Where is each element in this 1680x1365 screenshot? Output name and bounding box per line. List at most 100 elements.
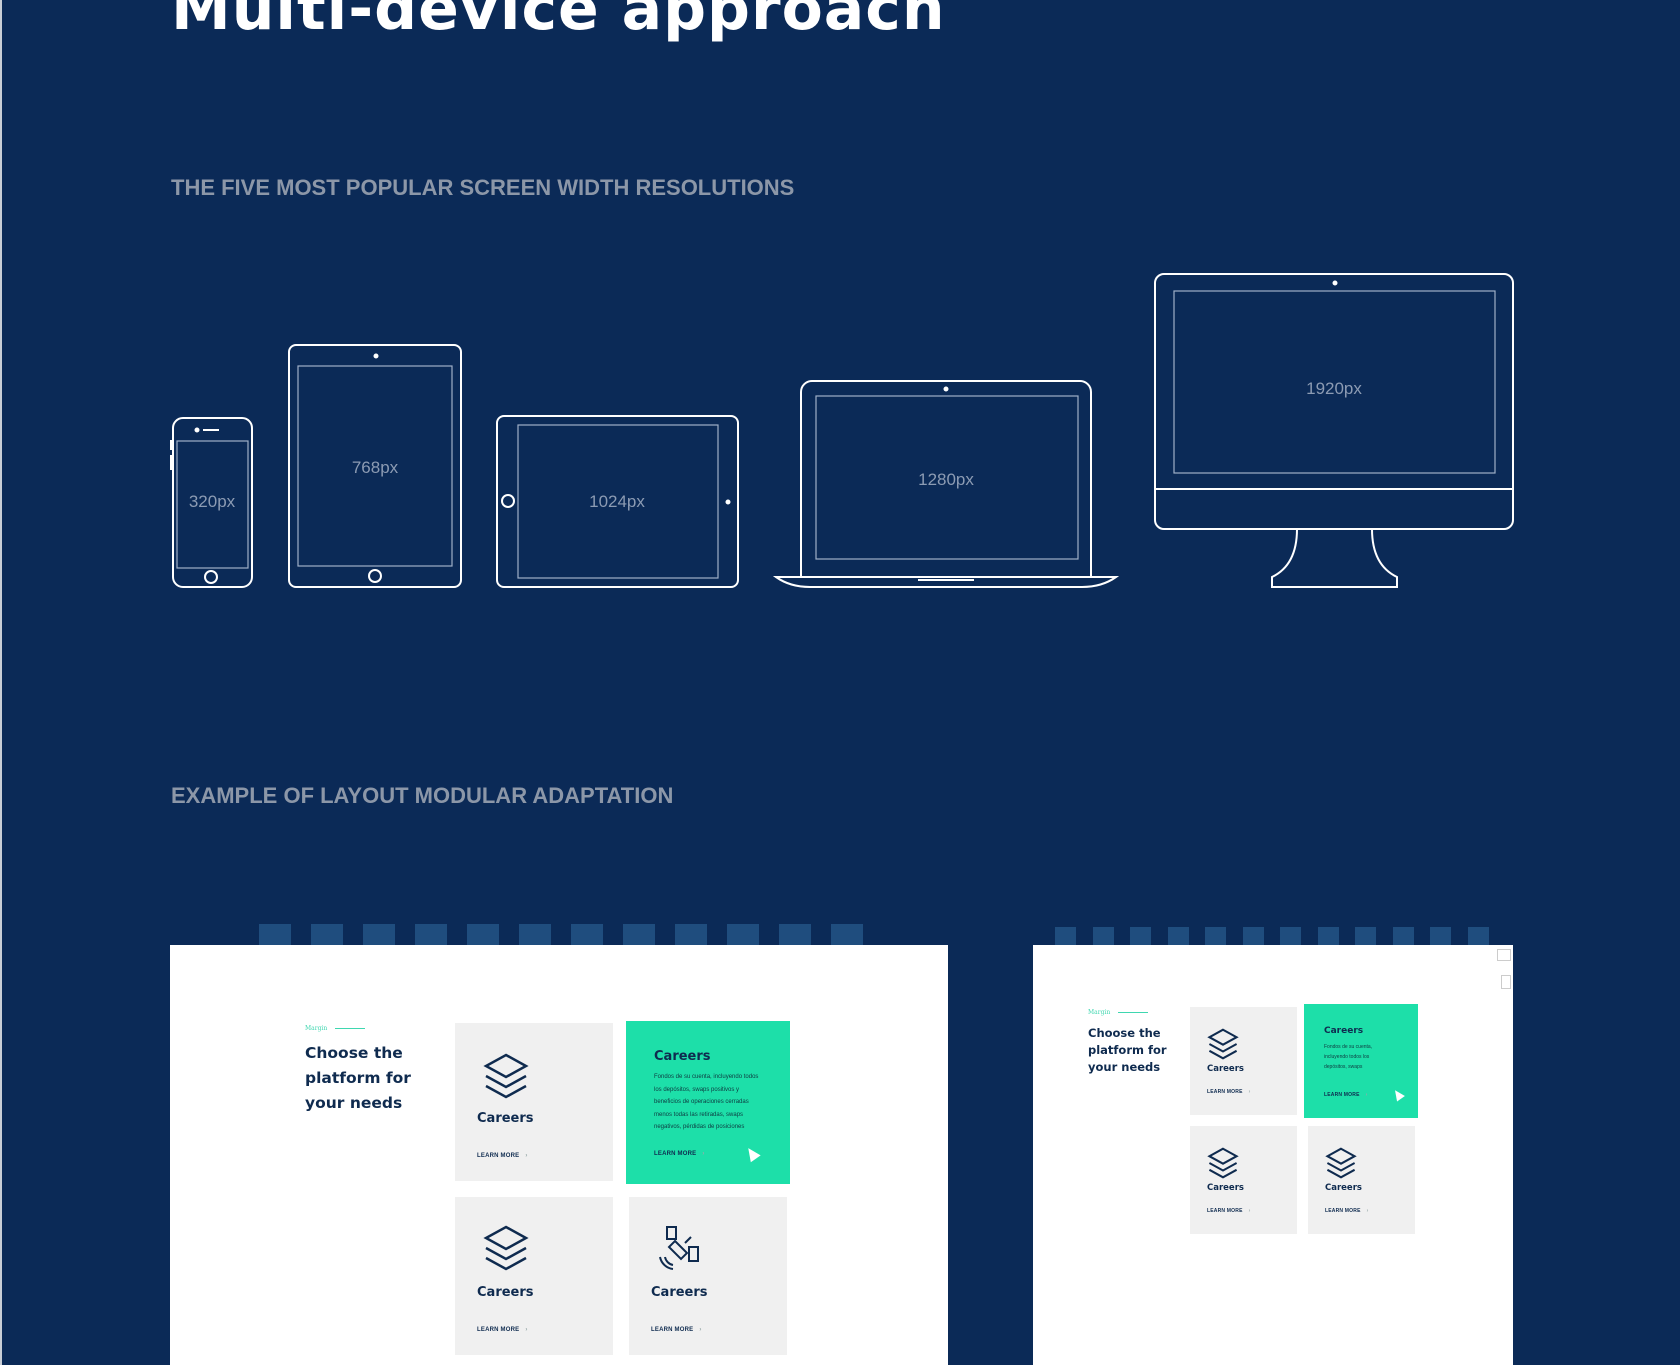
- grid-column-marker: [519, 924, 551, 945]
- grid-column-marker: [415, 924, 447, 945]
- grid-column-marker: [675, 924, 707, 945]
- phone-device: 320px: [170, 417, 253, 588]
- career-card[interactable]: Careers LEARN MORE ›: [455, 1197, 613, 1355]
- grid-column-marker: [831, 924, 863, 945]
- chevron-right-icon: ›: [699, 1327, 702, 1333]
- card-description: Fondos de su cuenta, incluyendo todos lo…: [654, 1071, 758, 1134]
- card-title: Careers: [1325, 1183, 1362, 1193]
- section-heading-layout: EXAMPLE OF LAYOUT MODULAR ADAPTATION: [171, 783, 674, 808]
- card-title: Careers: [651, 1285, 708, 1300]
- learn-more-link[interactable]: LEARN MORE ›: [1207, 1208, 1251, 1214]
- card-title: Careers: [477, 1111, 534, 1126]
- grid-column-marker: [1130, 927, 1151, 945]
- chevron-right-icon: ›: [1366, 1208, 1369, 1214]
- grid-column-marker: [1242, 927, 1264, 945]
- layers-icon: [483, 1053, 529, 1099]
- card-title: Careers: [1324, 1026, 1364, 1036]
- heading-line: your needs: [305, 1094, 403, 1112]
- tablet-portrait-device: 768px: [288, 344, 462, 588]
- card-title: Careers: [1207, 1183, 1244, 1193]
- margin-label: Margin: [1088, 1009, 1148, 1016]
- learn-more-link[interactable]: LEARN MORE ›: [1207, 1089, 1251, 1095]
- career-card[interactable]: Careers LEARN MORE ›: [1190, 1007, 1297, 1115]
- grid-column-marker: [571, 924, 603, 945]
- career-card[interactable]: Careers LEARN MORE ›: [629, 1197, 787, 1355]
- back-to-top-button[interactable]: [1501, 975, 1511, 989]
- layout-heading: Choose the platform for your needs: [305, 1041, 411, 1116]
- grid-column-marker: [1280, 927, 1301, 945]
- device-label: 320px: [189, 492, 236, 511]
- desc-line: incluyendo todos los: [1324, 1054, 1370, 1060]
- learn-more-label: LEARN MORE: [477, 1153, 520, 1159]
- device-label: 768px: [352, 458, 399, 477]
- desktop-device: 1920px: [1154, 273, 1514, 588]
- career-card-highlighted[interactable]: Careers Fondos de su cuenta, incluyendo …: [1304, 1004, 1418, 1118]
- heading-line: Choose the: [1088, 1026, 1161, 1040]
- margin-label: Margin: [305, 1025, 365, 1032]
- devices-illustration: 320px 768px 1024px 1280px 1920px: [170, 273, 1514, 588]
- learn-more-label: LEARN MORE: [477, 1327, 520, 1333]
- card-title: Careers: [477, 1285, 534, 1300]
- desc-line: los depósitos, swaps positivos y: [654, 1086, 740, 1093]
- learn-more-link[interactable]: LEARN MORE ›: [477, 1327, 528, 1333]
- layers-icon: [483, 1225, 529, 1271]
- grid-column-marker: [467, 924, 499, 945]
- career-card[interactable]: Careers LEARN MORE ›: [455, 1023, 613, 1181]
- card-title: Careers: [1207, 1064, 1244, 1074]
- cursor-icon: [743, 1144, 761, 1163]
- layers-icon: [1207, 1147, 1239, 1179]
- grid-column-marker: [727, 924, 759, 945]
- chevron-right-icon: ›: [1365, 1092, 1368, 1098]
- section-heading-resolutions: THE FIVE MOST POPULAR SCREEN WIDTH RESOL…: [171, 175, 795, 200]
- chevron-right-icon: ›: [1248, 1089, 1251, 1095]
- heading-line: platform for: [1088, 1043, 1167, 1057]
- device-label: 1920px: [1306, 379, 1362, 398]
- desc-line: menos todas las retiradas, swaps: [654, 1111, 744, 1118]
- grid-column-marker: [1355, 927, 1376, 945]
- learn-more-link[interactable]: LEARN MORE ›: [1324, 1092, 1368, 1098]
- grid-column-marker: [259, 924, 291, 945]
- career-card-highlighted[interactable]: Careers Fondos de su cuenta, incluyendo …: [626, 1021, 790, 1184]
- learn-more-label: LEARN MORE: [1324, 1092, 1360, 1098]
- chevron-right-icon: ›: [702, 1151, 705, 1157]
- grid-column-marker: [1392, 927, 1414, 945]
- narrow-layout-preview: Margin Choose the platform for your need…: [1033, 945, 1513, 1365]
- chevron-right-icon: ›: [1248, 1208, 1251, 1214]
- desc-line: beneficios de operaciones cerradas: [654, 1099, 749, 1105]
- layers-icon: [1325, 1147, 1357, 1179]
- learn-more-link[interactable]: LEARN MORE ›: [477, 1153, 528, 1159]
- layout-heading: Choose the platform for your needs: [1088, 1025, 1167, 1076]
- grid-column-marker: [1430, 927, 1451, 945]
- grid-column-marker: [1092, 927, 1114, 945]
- career-card[interactable]: Careers LEARN MORE›: [1308, 1126, 1415, 1234]
- heading-line: platform for: [305, 1069, 411, 1087]
- laptop-device: 1280px: [772, 380, 1120, 588]
- grid-column-marker: [311, 924, 343, 945]
- grid-column-marker: [1467, 927, 1489, 945]
- career-card[interactable]: Careers LEARN MORE ›: [1190, 1126, 1297, 1234]
- learn-more-link[interactable]: LEARN MORE ›: [651, 1327, 702, 1333]
- grid-column-marker: [1167, 927, 1189, 945]
- grid-column-marker: [1055, 927, 1076, 945]
- learn-more-label: LEARN MORE: [651, 1327, 694, 1333]
- learn-more-link[interactable]: LEARN MORE›: [1325, 1208, 1369, 1214]
- grid-column-marker: [363, 924, 395, 945]
- satellite-icon: [659, 1226, 699, 1270]
- desc-line: Fondos de su cuenta, incluyendo todos: [654, 1074, 759, 1080]
- device-label: 1024px: [589, 492, 645, 511]
- grid-column-marker: [623, 924, 655, 945]
- card-title: Careers: [654, 1049, 711, 1064]
- learn-more-link[interactable]: LEARN MORE ›: [654, 1151, 705, 1157]
- learn-more-label: LEARN MORE: [1207, 1208, 1243, 1214]
- tablet-landscape-device: 1024px: [496, 415, 739, 588]
- chevron-right-icon: ›: [525, 1153, 528, 1159]
- device-label: 1280px: [918, 470, 974, 489]
- scroll-widget[interactable]: [1497, 949, 1511, 961]
- layers-icon: [1207, 1028, 1239, 1060]
- cursor-icon: [1391, 1087, 1405, 1102]
- learn-more-label: LEARN MORE: [654, 1151, 697, 1157]
- page-title: Multi-device approach: [171, 0, 946, 44]
- chevron-right-icon: ›: [525, 1327, 528, 1333]
- learn-more-label: LEARN MORE: [1207, 1089, 1243, 1095]
- desc-line: Fondos de su cuenta,: [1324, 1044, 1373, 1050]
